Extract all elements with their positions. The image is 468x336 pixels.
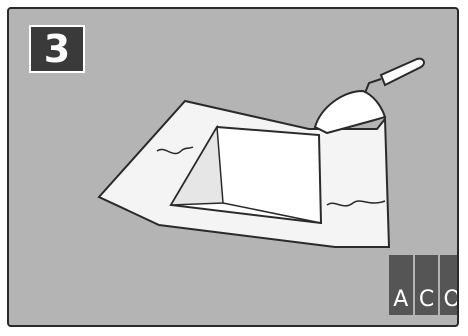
logo-bar	[389, 255, 415, 283]
logo-letter: A	[389, 283, 415, 315]
step-number-badge: 3	[29, 25, 85, 73]
step-number: 3	[43, 27, 71, 71]
trowel-handle	[379, 57, 425, 87]
brand-logo: A C O	[389, 255, 457, 315]
instruction-panel: 3 A C O	[7, 7, 459, 327]
installation-illustration	[97, 57, 425, 248]
logo-letter: C	[415, 283, 441, 315]
trowel-icon	[313, 89, 387, 135]
logo-letter: O	[440, 283, 457, 315]
tile-edge-left	[156, 146, 194, 155]
tile-edge-right	[326, 200, 386, 207]
logo-letters: A C O	[389, 283, 457, 315]
opening-edge	[222, 202, 322, 224]
logo-bars	[389, 255, 457, 283]
trowel-neck	[364, 78, 382, 94]
logo-bar	[440, 255, 457, 283]
opening-inner-wall	[169, 124, 224, 206]
logo-bar	[414, 255, 441, 283]
